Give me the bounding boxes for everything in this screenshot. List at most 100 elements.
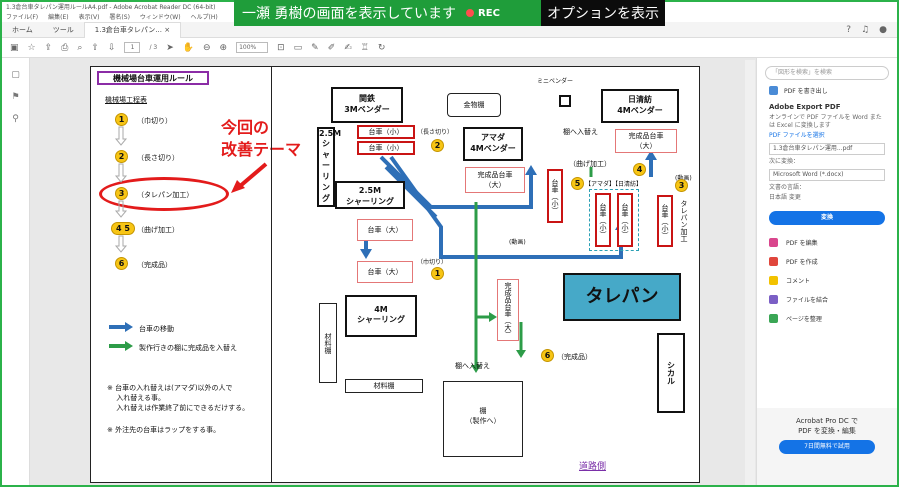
page-down-icon[interactable]: ⇩ — [107, 42, 116, 53]
bookmarks-icon[interactable]: ⚑ — [11, 92, 20, 102]
promo-box: Acrobat Pro DC で PDF を変換・編集 7日間無料で試用 — [757, 408, 897, 485]
tool-edit-pdf[interactable]: PDF を編集 — [757, 233, 897, 252]
marker-4: 4 — [633, 163, 646, 176]
zoom-out-icon[interactable]: ⊖ — [203, 42, 211, 53]
help-icon[interactable]: ? — [846, 24, 852, 35]
tools-search-input[interactable]: 「図形を検索」を検索 — [765, 66, 889, 80]
select-tool-icon[interactable]: ➤ — [166, 42, 174, 53]
comment-icon[interactable]: ▭ — [293, 42, 303, 53]
promo-title: Acrobat Pro DC で — [795, 417, 859, 425]
left-column-arrows — [109, 126, 268, 351]
shearing-25m: 2.5M シャーリング — [317, 127, 341, 207]
zoom-select[interactable]: 100% — [236, 42, 269, 53]
finished-cart-large-1: 完成品台車 （大） — [615, 129, 677, 153]
process-heading: 機械場工程表 — [105, 96, 147, 104]
export-pdf-heading: PDF を書き出し — [784, 88, 828, 95]
format-select[interactable]: Microsoft Word (*.docx) — [769, 169, 885, 181]
hand-tool-icon[interactable]: ✋ — [182, 42, 194, 53]
avatar[interactable]: ● — [879, 24, 887, 35]
rotate-icon[interactable]: ↻ — [377, 42, 386, 53]
legend-green-label: 製作行きの棚に完成品を入替え — [139, 344, 237, 352]
menu-file[interactable]: ファイル(F) — [6, 14, 39, 21]
shearing-4m: 4M シャーリング — [345, 295, 417, 337]
marker-1: 1 — [431, 267, 444, 280]
shelf-swap-label-2: 棚へ入替え — [455, 362, 490, 370]
page-number-input[interactable]: 1 — [124, 42, 141, 53]
menu-edit[interactable]: 編集(E) — [48, 14, 69, 21]
free-trial-button[interactable]: 7日間無料で試用 — [779, 440, 875, 454]
comment-icon — [769, 276, 778, 285]
tabs-bar: ホーム ツール 1.3倉台車タレパン... × ? ♫ ● — [2, 21, 897, 38]
sign-icon[interactable]: ✍ — [344, 42, 352, 53]
page-up-icon[interactable]: ⇧ — [91, 42, 99, 53]
zoom-in-icon[interactable]: ⊕ — [219, 42, 228, 53]
material-shelf-2: 材料棚 — [345, 379, 423, 393]
close-icon[interactable]: × — [164, 26, 171, 34]
convert-button[interactable]: 変換 — [769, 211, 885, 225]
daisha-small-v1: 台車（小） — [547, 169, 563, 223]
language-label: 文書の言語： — [769, 184, 806, 191]
talepan-work-label: タレパン加工 — [680, 200, 688, 242]
pen-icon[interactable]: ✎ — [311, 42, 319, 53]
mini-bender-label: ミニベンダー — [537, 78, 574, 85]
promo-subtitle: PDF を変換・編集 — [798, 427, 856, 435]
marker-2: 2 — [431, 139, 444, 152]
step-1-number: 1 — [115, 113, 128, 126]
attachments-icon[interactable]: ⚲ — [12, 114, 19, 124]
print-icon[interactable]: ⎙ — [61, 42, 69, 53]
finished-cart-large-2: 完成品台車 （大） — [465, 167, 525, 193]
selected-file[interactable]: 1.3倉台車タレパン運用...pdf — [769, 143, 885, 155]
marker-5: 5 — [571, 177, 584, 190]
upload-icon[interactable]: ⇪ — [44, 42, 53, 53]
export-pdf-header[interactable]: PDF を書き出し — [757, 80, 897, 101]
tab-home[interactable]: ホーム — [12, 25, 33, 34]
tool-organize-label: ページを整理 — [786, 316, 822, 323]
tool-comment-label: コメント — [786, 278, 811, 285]
menu-view[interactable]: 表示(V) — [78, 14, 100, 21]
toolbar: ▣ ☆ ⇪ ⎙ ⌕ ⇧ ⇩ 1 / 3 ➤ ✋ ⊖ ⊕ 100% ⊡ ▭ ✎ ✐… — [2, 38, 897, 58]
page-total: / 3 — [149, 44, 158, 51]
video-label-2: (動画) — [509, 239, 526, 246]
language-value[interactable]: 日本語 変更 — [769, 194, 801, 201]
material-shelf-1: 材料棚 — [319, 303, 337, 383]
page-thumbnails-icon[interactable]: ▢ — [11, 70, 20, 80]
shelf-swap-label: 棚へ入替え — [563, 128, 598, 136]
bookmark-star-icon[interactable]: ☆ — [27, 42, 36, 53]
screen-share-bar: 一瀬 勇樹の画面を表示しています REC オプションを表示 — [234, 0, 665, 26]
bend-label: （曲げ加工） — [569, 160, 611, 168]
fit-page-icon[interactable]: ⊡ — [277, 42, 285, 53]
amada-nisshin-label: 【アマダ】【日清紡】 — [585, 181, 643, 188]
tool-create-pdf[interactable]: PDF を作成 — [757, 252, 897, 271]
select-file-link[interactable]: PDF ファイルを選択 — [769, 132, 825, 139]
step-6-label: （完成品） — [137, 261, 172, 269]
window-title: 1.3倉台車タレパン運用ルールA4.pdf - Adobe Acrobat Re… — [6, 4, 216, 11]
tab-document[interactable]: 1.3倉台車タレパン... × — [83, 21, 182, 38]
bell-icon[interactable]: ♫ — [861, 24, 870, 35]
daisha-small-1: 台車（小） — [357, 125, 415, 139]
nisshin-bender: 日清紡 4Mベンダー — [601, 89, 679, 123]
stamp-icon[interactable]: ♖ — [360, 42, 369, 53]
menu-sign[interactable]: 署名(S) — [109, 14, 130, 21]
menu-help[interactable]: ヘルプ(H) — [190, 14, 218, 21]
tool-organize[interactable]: ページを整理 — [757, 309, 897, 328]
vertical-scrollbar[interactable] — [745, 60, 755, 485]
tabs-right-icons: ? ♫ ● — [846, 25, 897, 35]
step-2-number: 2 — [115, 150, 128, 163]
tool-combine[interactable]: ファイルを結合 — [757, 290, 897, 309]
tool-create-pdf-label: PDF を作成 — [786, 259, 818, 266]
red-highlight-ellipse — [99, 177, 229, 211]
tool-comment[interactable]: コメント — [757, 271, 897, 290]
daisha-small-v3: 台車（小） — [617, 193, 633, 247]
convert-to-label: 次に変換： — [769, 158, 800, 165]
search-icon[interactable]: ⌕ — [77, 42, 83, 53]
step-6-number: 6 — [115, 257, 128, 270]
save-icon[interactable]: ▣ — [10, 42, 19, 53]
share-options-button[interactable]: オプションを表示 — [541, 0, 665, 26]
road-side-label: 道路側 — [579, 462, 607, 472]
tab-tools[interactable]: ツール — [52, 25, 74, 34]
finished-small-cart: 完成品台車（大） — [497, 279, 519, 341]
create-pdf-icon — [769, 257, 778, 266]
menu-window[interactable]: ウィンドウ(W) — [139, 14, 181, 21]
note-2: ※ 外注先の台車はラップをする事。 — [107, 426, 221, 434]
highlight-icon[interactable]: ✐ — [327, 42, 336, 53]
